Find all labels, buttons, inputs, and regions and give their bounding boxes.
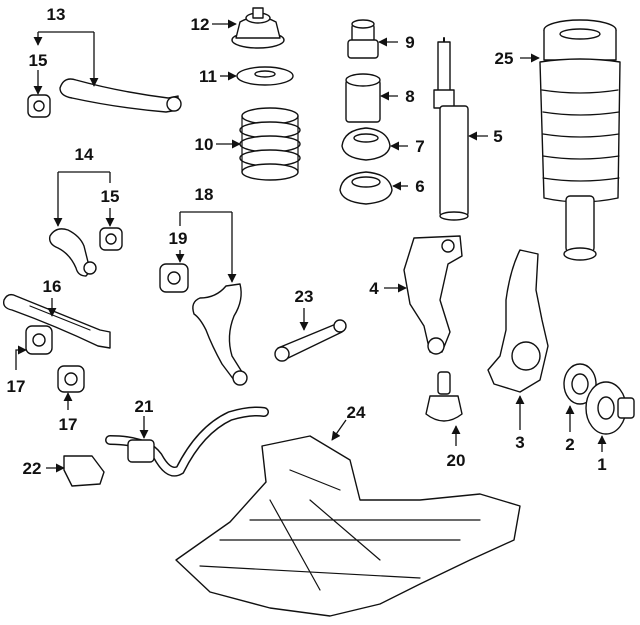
callout-1: 1 <box>597 455 606 474</box>
part-air-spring-strut <box>539 19 621 261</box>
part-ball-joint <box>425 371 463 422</box>
callout-20: 20 <box>447 451 466 470</box>
part-subframe <box>175 435 521 617</box>
part-stabilizer-bracket <box>63 455 105 487</box>
callout-22: 22 <box>23 459 42 478</box>
callout-11: 11 <box>199 67 217 86</box>
callout-5: 5 <box>493 127 502 146</box>
part-bushing-front <box>159 263 189 293</box>
part-stabilizer-bar <box>105 406 269 477</box>
part-shock-absorber <box>433 37 469 221</box>
callout-21: 21 <box>135 397 154 416</box>
part-bump-stop <box>347 19 379 59</box>
callout-14: 14 <box>75 145 94 164</box>
callout-12: 12 <box>191 15 210 34</box>
part-lower-control-arm <box>2 293 111 349</box>
callout-24: 24 <box>347 403 366 422</box>
callout-3: 3 <box>515 433 524 452</box>
callout-7: 7 <box>415 137 424 156</box>
part-tie-link <box>274 319 347 362</box>
part-steering-knuckle <box>487 249 549 393</box>
leader-lines <box>15 19 607 473</box>
part-lower-front-arm <box>192 283 248 386</box>
callout-8: 8 <box>405 87 414 106</box>
callout-17-right: 17 <box>59 415 78 434</box>
part-spring-pad <box>236 66 294 86</box>
callout-10: 10 <box>195 135 214 154</box>
part-upper-control-arm <box>59 78 182 113</box>
callout-2: 2 <box>565 435 574 454</box>
part-steering-knuckle-bracket <box>403 235 463 355</box>
callout-23: 23 <box>295 287 314 306</box>
part-wheel-bearing <box>563 363 597 405</box>
part-spring-insulator <box>341 127 391 161</box>
callout-4: 4 <box>369 279 379 298</box>
callout-16: 16 <box>43 277 62 296</box>
callout-15-middle: 15 <box>101 187 120 206</box>
callout-19: 19 <box>169 229 188 248</box>
callout-6: 6 <box>415 177 424 196</box>
part-spring-seat <box>339 171 393 205</box>
callout-13: 13 <box>47 5 66 24</box>
part-bushing-top <box>27 94 51 118</box>
callout-18: 18 <box>195 185 214 204</box>
part-bushing-middle <box>99 227 123 251</box>
callout-15-top: 15 <box>29 51 48 70</box>
callout-25: 25 <box>495 49 514 68</box>
callout-17-left: 17 <box>7 377 26 396</box>
part-dust-boot <box>345 73 381 123</box>
callout-9: 9 <box>405 33 414 52</box>
part-strut-top-mount <box>231 7 285 49</box>
part-upper-link-arm <box>48 228 97 277</box>
part-bushing-lower-right <box>57 365 85 393</box>
part-coil-spring <box>239 107 301 181</box>
part-wheel-hub <box>585 381 635 435</box>
part-bushing-lower-left <box>25 325 53 355</box>
